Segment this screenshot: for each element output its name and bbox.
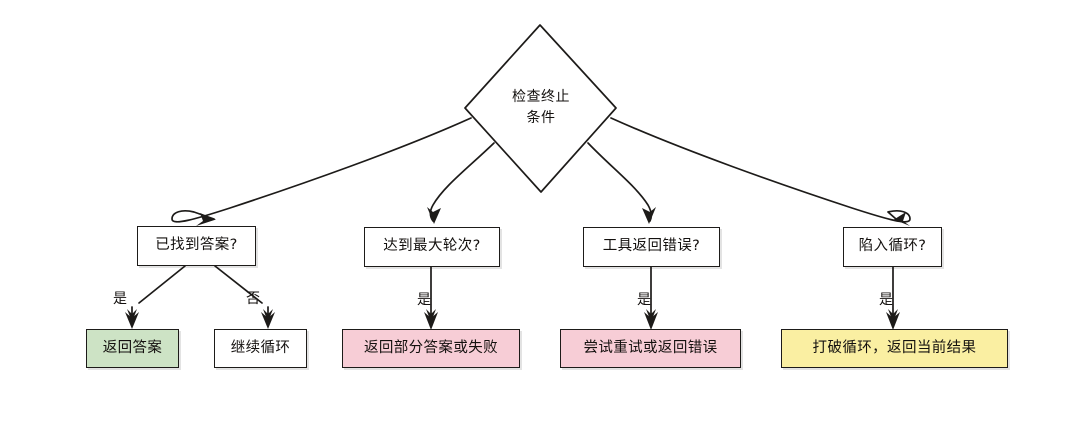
result-node-continue-loop[interactable]: 继续循环: [214, 329, 307, 368]
result-node-return-answer-label: 返回答案: [102, 339, 163, 356]
arrowhead-retry-or-error-2: [646, 309, 656, 322]
edge-diamond-to-stuck-loop: [610, 117, 911, 223]
arrowhead-found-answer: [196, 213, 216, 226]
edge-label-max-rounds-yes: 是: [417, 292, 432, 308]
arrowhead-partial-or-fail: [424, 312, 438, 330]
decision-node-tool-error[interactable]: 工具返回错误?: [583, 227, 720, 267]
result-node-break-loop-return[interactable]: 打破循环，返回当前结果: [781, 329, 1008, 368]
result-node-break-loop-return-label: 打破循环，返回当前结果: [812, 339, 977, 356]
decision-node-stuck-loop[interactable]: 陷入循环?: [843, 227, 942, 267]
arrowhead-break-loop-2: [888, 309, 898, 322]
decision-node-found-answer-label: 已找到答案?: [155, 237, 238, 254]
arrowhead-break-loop: [886, 312, 900, 330]
decision-node-check-termination-label: 检查终止 条件: [512, 89, 570, 126]
arrowhead-partial-or-fail-2: [426, 309, 436, 322]
decision-node-tool-error-label: 工具返回错误?: [602, 238, 701, 255]
edge-label-found-answer-yes: 是: [113, 291, 128, 307]
arrowhead-retry-or-error: [644, 312, 658, 330]
edge-label-stuck-loop-yes: 是: [879, 292, 894, 308]
edge-label-tool-error-yes: 是: [637, 292, 652, 308]
decision-node-found-answer[interactable]: 已找到答案?: [137, 226, 256, 266]
result-node-retry-or-error-label: 尝试重试或返回错误: [583, 339, 718, 356]
edge-label-found-answer-no: 否: [246, 291, 261, 307]
decision-node-max-rounds[interactable]: 达到最大轮次?: [364, 227, 500, 267]
result-node-retry-or-error[interactable]: 尝试重试或返回错误: [560, 329, 741, 368]
decision-node-stuck-loop-label: 陷入循环?: [858, 238, 927, 255]
arrowhead-return-answer-2: [127, 309, 137, 322]
edge-found-answer-yes: [138, 265, 186, 304]
decision-node-max-rounds-label: 达到最大轮次?: [383, 238, 481, 255]
decision-node-check-termination[interactable]: 检查终止 条件: [465, 60, 617, 156]
arrowhead-return-answer: [125, 312, 139, 329]
result-node-partial-or-fail-label: 返回部分答案或失败: [363, 339, 499, 356]
result-node-return-answer[interactable]: 返回答案: [86, 329, 179, 368]
arrowhead-max-rounds: [427, 207, 441, 224]
arrowhead-stuck-loop: [894, 212, 910, 226]
result-node-continue-loop-label: 继续循环: [230, 339, 291, 356]
result-node-partial-or-fail[interactable]: 返回部分答案或失败: [342, 329, 520, 368]
arrowhead-tool-error: [642, 207, 656, 224]
edge-diamond-to-found-answer: [171, 117, 472, 223]
arrowhead-continue-loop: [261, 312, 275, 329]
arrowhead-continue-loop-2: [263, 309, 273, 322]
